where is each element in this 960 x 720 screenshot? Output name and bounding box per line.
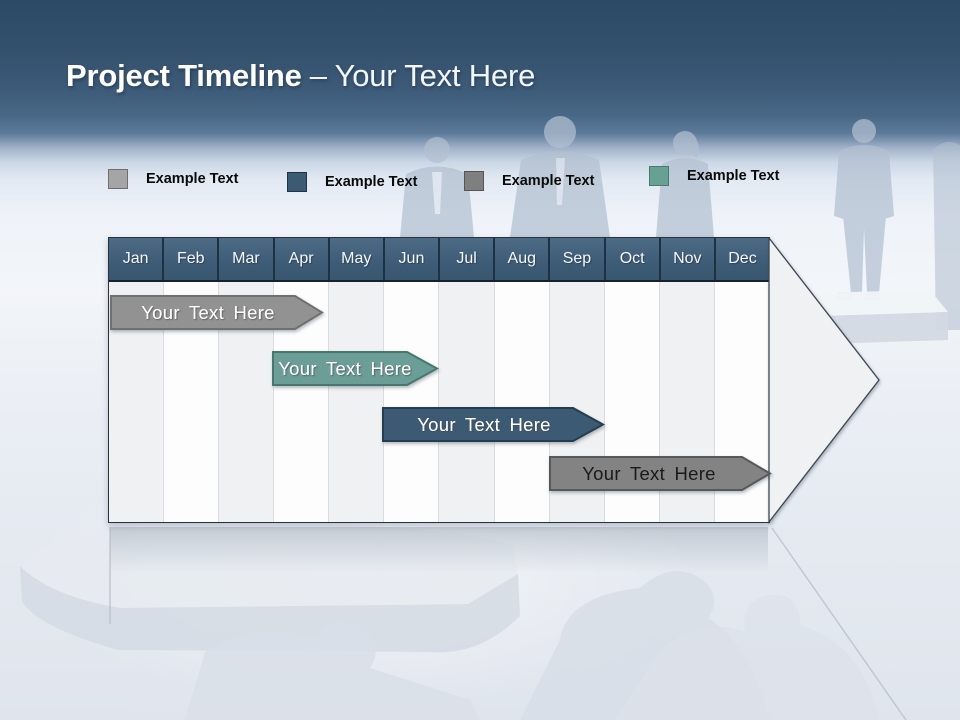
title-suffix: – Your Text Here: [309, 58, 536, 93]
month-cell-oct: Oct: [605, 238, 661, 280]
month-cell-jan: Jan: [109, 238, 165, 280]
gantt-bar-1: [110, 295, 324, 330]
month-cell-feb: Feb: [164, 238, 220, 280]
gantt-bar-4-label: Your Text Here: [582, 463, 716, 484]
month-cell-dec: Dec: [715, 238, 770, 280]
legend-item-3: Example Text: [464, 171, 594, 191]
gantt-bar-3-label: Your Text Here: [417, 414, 551, 435]
month-cell-apr: Apr: [274, 238, 330, 280]
month-cell-nov: Nov: [660, 238, 716, 280]
table-reflection: [109, 527, 907, 720]
legend-label: Example Text: [687, 168, 780, 184]
gantt-bar-1-label: Your Text Here: [141, 302, 275, 323]
legend-label: Example Text: [502, 173, 595, 189]
legend-item-1: Example Text: [108, 169, 238, 189]
gantt-bar-4: [549, 456, 772, 491]
month-cell-jun: Jun: [384, 238, 441, 280]
month-cell-may: May: [329, 238, 385, 280]
gantt-bar-3: [382, 407, 606, 442]
puzzle-pedestal: [797, 290, 948, 344]
gantt-bar-2-label: Your Text Here: [278, 358, 412, 379]
legend-swatch-darkblue: [287, 172, 307, 192]
grid-column: [439, 282, 495, 522]
gantt-timeline: Jan Feb Mar Apr May Jun Jul Aug Sep Oct …: [108, 237, 882, 525]
legend-swatch-teal: [649, 166, 669, 186]
month-cell-aug: Aug: [495, 238, 551, 280]
legend-label: Example Text: [325, 174, 418, 190]
title-main: Project Timeline: [66, 58, 302, 93]
slide-title: Project Timeline– Your Text Here: [66, 58, 535, 94]
legend-swatch-gray: [108, 169, 128, 189]
timeline-arrowhead: [768, 237, 880, 524]
legend-item-4: Example Text: [649, 166, 779, 186]
month-cell-sep: Sep: [550, 238, 606, 280]
timeline-bars-layer: Your Text Here Your Text Here Your Text …: [110, 237, 880, 524]
legend-swatch-darkgray: [464, 171, 484, 191]
legend-item-2: Example Text: [287, 172, 417, 192]
month-cell-jul: Jul: [440, 238, 496, 280]
grid-column: [329, 282, 385, 522]
gantt-bar-2: [272, 351, 440, 386]
grid-column: [384, 282, 440, 522]
month-header-row: Jan Feb Mar Apr May Jun Jul Aug Sep Oct …: [109, 238, 770, 282]
legend-label: Example Text: [146, 171, 239, 187]
grid-column: [494, 282, 550, 522]
month-cell-mar: Mar: [219, 238, 275, 280]
